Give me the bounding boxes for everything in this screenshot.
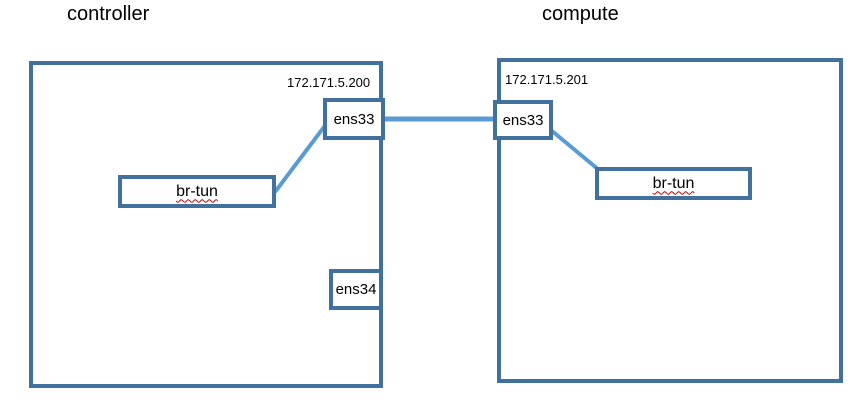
controller-node-title: controller xyxy=(67,3,150,25)
compute-node-title: compute xyxy=(542,3,619,25)
controller-bridge-brtun-box: br-tun xyxy=(118,175,276,208)
compute-node-box xyxy=(497,58,843,383)
compute-bridge-brtun-label: br-tun xyxy=(652,174,695,192)
controller-interface-ens33-box: ens33 xyxy=(323,98,385,140)
compute-interface-ens33-label: ens33 xyxy=(502,111,544,129)
controller-bridge-brtun-label: br-tun xyxy=(176,182,218,200)
controller-interface-ens34-box: ens34 xyxy=(329,269,383,310)
compute-ip-address: 172.171.5.201 xyxy=(505,72,589,87)
compute-bridge-brtun-box: br-tun xyxy=(595,167,752,200)
compute-interface-ens33-box: ens33 xyxy=(493,100,553,140)
controller-ip-address: 172.171.5.200 xyxy=(287,75,371,90)
controller-node-box xyxy=(29,61,383,388)
controller-interface-ens33-label: ens33 xyxy=(333,110,375,128)
controller-interface-ens34-label: ens34 xyxy=(335,281,377,298)
